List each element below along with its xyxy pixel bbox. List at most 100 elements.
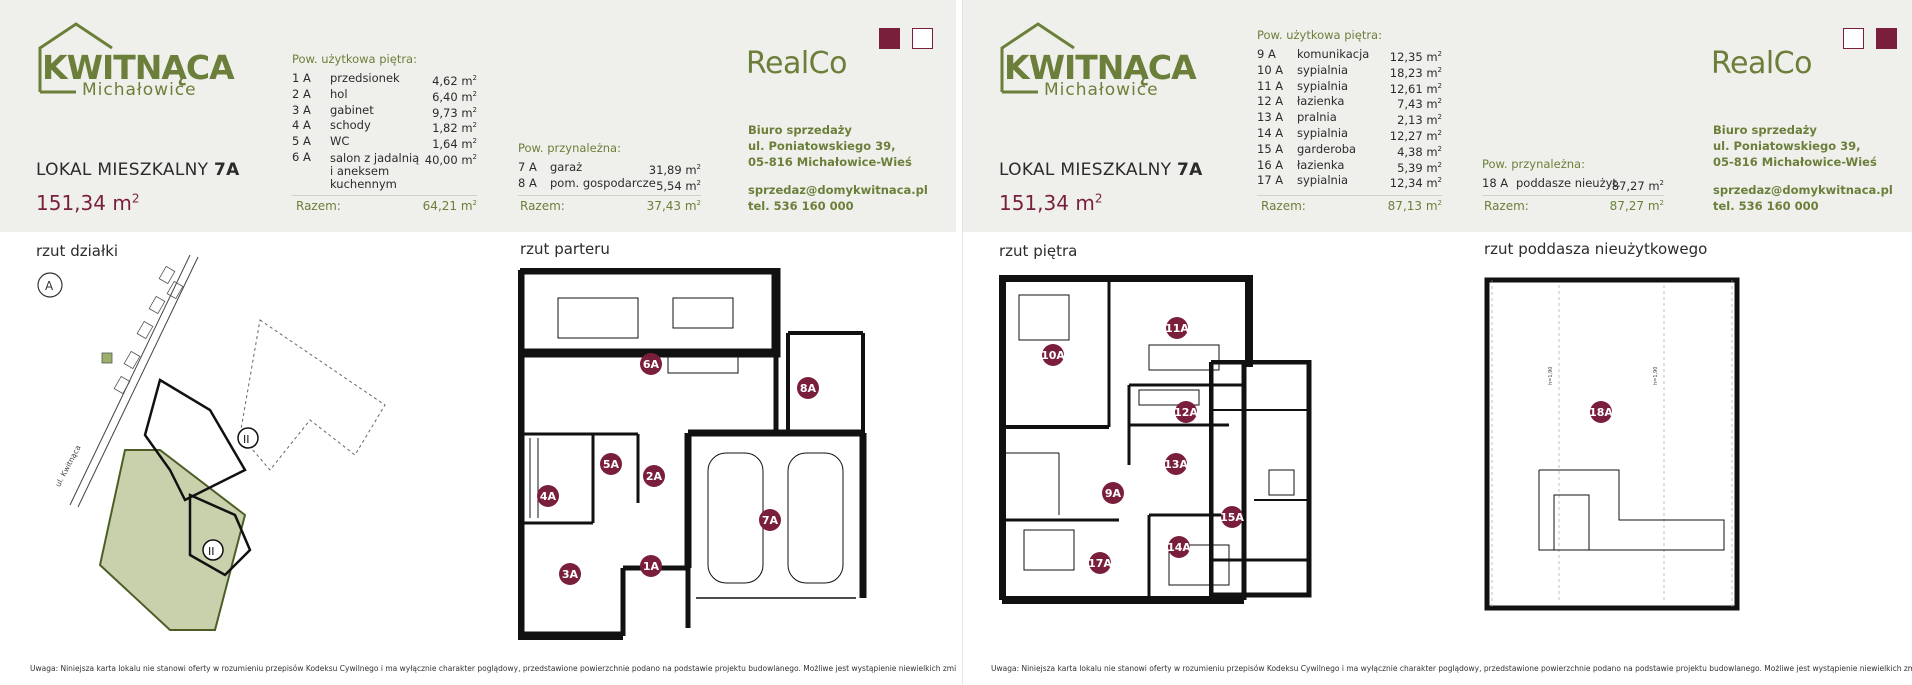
room-badge-label: 18A [1589,406,1613,419]
sales-office-contact: Biuro sprzedaży ul. Poniatowskiego 39, 0… [1713,122,1893,214]
office-email[interactable]: sprzedaz@domykwitnaca.pl [1713,183,1893,197]
sup: 2 [472,137,477,146]
logo-subtitle: Michałowice [1044,80,1159,100]
room-name: salon z jadalnią [330,150,420,165]
room-badge: 11A [1165,317,1189,339]
room-badge: 18A [1589,401,1613,423]
room-badge-circle [643,465,665,487]
room-area: 4,38 m [1397,144,1438,159]
attic-plan-label: rzut poddasza nieużytkowego [1484,240,1708,258]
room-no: 4 A [292,118,311,133]
unit-area: 151,34 m2 [999,191,1102,215]
room-badge-circle [537,485,559,507]
office-phone[interactable]: tel. 536 160 000 [748,199,854,213]
accessory-area-title: Pow. przynależna: [518,141,621,155]
floor-total: Razem:87,13 m2 [1257,195,1442,213]
room-no: 11 A [1257,78,1284,93]
room-badge: 14A [1167,536,1191,558]
room-badge-circle [1175,401,1197,423]
room-badge-label: 12A [1174,406,1198,419]
room-name: przedsionek [330,71,400,85]
total-label: Razem: [296,199,341,213]
unit-card-upper: KWITNĄCA Michałowice LOKAL MIESZKALNY 7A… [962,0,1912,685]
sup: 2 [696,178,701,187]
room-name: garaż [550,160,583,174]
room-name: schody [330,118,371,133]
kwitnaca-logo: KWITNĄCA Michałowice [36,22,235,100]
unit-area: 151,34 m2 [36,191,139,215]
floor-total: Razem:64,21 m2 [292,195,477,213]
sup: 2 [472,152,477,161]
room-badge-circle [640,555,662,577]
floor-area-title: Pow. użytkowa piętra: [1257,28,1382,42]
sup: 2 [1437,113,1442,122]
sup: 2 [1437,176,1442,185]
attic-room-badges: 18A [1589,401,1613,423]
room-no: 1 A [292,71,311,85]
first-room-badges: 10A11A12A13A16A9A15A17A14A [1041,317,1244,574]
height-label: h=1,90 [1653,367,1659,386]
office-street: ul. Poniatowskiego 39, [1713,139,1861,153]
room-badge-circle [1089,552,1111,574]
room-area: 1,64 m [432,137,473,152]
unit-marker-outline [1843,28,1864,49]
room-badge-label: 8A [800,382,817,395]
room-name: łazienka [1297,157,1345,172]
sup: 2 [1437,128,1442,137]
room-area: 5,39 m [1397,160,1438,175]
room-badge: 8A [797,377,819,399]
room-name: poddasze nieużyt. [1516,176,1621,190]
sup: 2 [472,74,477,82]
room-badge-label: 11A [1165,322,1189,335]
room-badge: 15A [1220,506,1244,528]
svg-text:II: II [208,545,215,558]
total-value: 87,13 m [1387,199,1438,213]
plot-plan: A ul. Kwitnąca II II [37,255,386,631]
room-badge: 3A [559,563,581,585]
room-no: 2 A [292,86,311,101]
office-email[interactable]: sprzedaz@domykwitnaca.pl [748,183,928,197]
room-name: WC [330,134,350,149]
unit-marker-outline [912,28,933,49]
sup: 2 [696,199,701,207]
sup: 2 [1437,97,1442,106]
room-name: gabinet [330,102,374,117]
room-name: komunikacja [1297,47,1370,61]
sup: 2 [472,199,477,207]
unit-marker-filled [1876,28,1897,49]
room-badge-label: 7A [762,514,779,527]
room-name: sypialnia [1297,62,1349,77]
room-badge-label: 15A [1220,511,1244,524]
header-band [963,0,1912,232]
sup: 2 [1437,160,1442,169]
room-no: 13 A [1257,110,1284,125]
sup: 2 [472,89,477,98]
room-badge: 9A [1102,482,1124,504]
room-badge-circle [600,453,622,475]
unit-area-sup: 2 [131,191,140,206]
room-badge-circle [1165,453,1187,475]
room-area: 1,82 m [432,121,473,136]
first-floor-plan-annex [1209,360,1312,598]
office-phone[interactable]: tel. 536 160 000 [1713,199,1819,213]
room-badge-label: 10A [1041,349,1065,362]
room-badge-circle [1168,536,1190,558]
room-badge-circle [1102,482,1124,504]
total-label: Razem: [1261,199,1306,213]
room-badge-label: 5A [603,458,620,471]
room-badge-circle [559,563,581,585]
room-badge: 6A [640,353,662,375]
room-badge-label: 13A [1164,458,1188,471]
room-no: 6 A [292,149,311,164]
